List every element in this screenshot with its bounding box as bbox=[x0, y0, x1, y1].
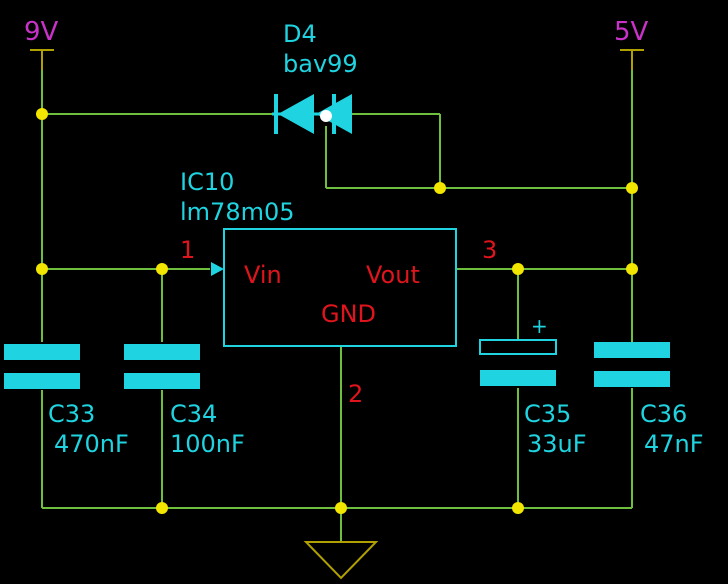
junction-dot bbox=[626, 263, 638, 275]
cap-ref-c36: C36 bbox=[640, 400, 687, 428]
power-label-5v: 5V bbox=[614, 17, 649, 47]
junction-dot bbox=[36, 263, 48, 275]
electrolytic-plate-icon bbox=[479, 339, 557, 355]
capacitor-c36: C36 47nF bbox=[594, 342, 704, 458]
junction-dot bbox=[36, 108, 48, 120]
pin-number-out: 3 bbox=[482, 236, 497, 264]
cap-value-c34: 100nF bbox=[170, 430, 245, 458]
junction-dot bbox=[156, 502, 168, 514]
regulator-value: lm78m05 bbox=[180, 198, 295, 226]
junction-dot bbox=[626, 182, 638, 194]
capacitor-c34: C34 100nF bbox=[124, 344, 245, 458]
diode-d4: D4 bav99 bbox=[272, 20, 358, 134]
diode-ref: D4 bbox=[283, 20, 317, 48]
junction-dot bbox=[434, 182, 446, 194]
regulator-ic10: IC10 lm78m05 Vin Vout GND 1 3 2 bbox=[180, 168, 497, 408]
junction-dot bbox=[335, 502, 347, 514]
pin-label-vout: Vout bbox=[366, 261, 420, 289]
input-pin-arrow-icon bbox=[211, 262, 224, 276]
cap-polarity-c35: + bbox=[531, 314, 548, 338]
cap-ref-c33: C33 bbox=[48, 400, 95, 428]
ground-symbol-icon bbox=[303, 541, 379, 580]
cap-value-c36: 47nF bbox=[644, 430, 704, 458]
regulator-body bbox=[223, 228, 457, 347]
pin-label-gnd: GND bbox=[321, 300, 376, 328]
cap-ref-c34: C34 bbox=[170, 400, 217, 428]
pin-label-vin: Vin bbox=[244, 261, 282, 289]
regulator-ref: IC10 bbox=[180, 168, 234, 196]
power-port-5v: 5V bbox=[614, 17, 649, 70]
cap-ref-c35: C35 bbox=[524, 400, 571, 428]
junctions bbox=[36, 108, 638, 514]
diode-left-icon bbox=[278, 94, 314, 134]
capacitor-c33: C33 470nF bbox=[4, 344, 129, 458]
junction-dot bbox=[512, 502, 524, 514]
power-port-9v: 9V bbox=[24, 17, 59, 70]
cap-value-c35: 33uF bbox=[527, 430, 587, 458]
junction-dot bbox=[512, 263, 524, 275]
diode-value: bav99 bbox=[283, 50, 358, 78]
capacitor-c35: + C35 33uF bbox=[479, 314, 587, 458]
junction-dot bbox=[156, 263, 168, 275]
pin-number-gnd: 2 bbox=[348, 380, 363, 408]
power-label-9v: 9V bbox=[24, 17, 59, 47]
cap-value-c33: 470nF bbox=[54, 430, 129, 458]
pin-number-in: 1 bbox=[180, 236, 195, 264]
